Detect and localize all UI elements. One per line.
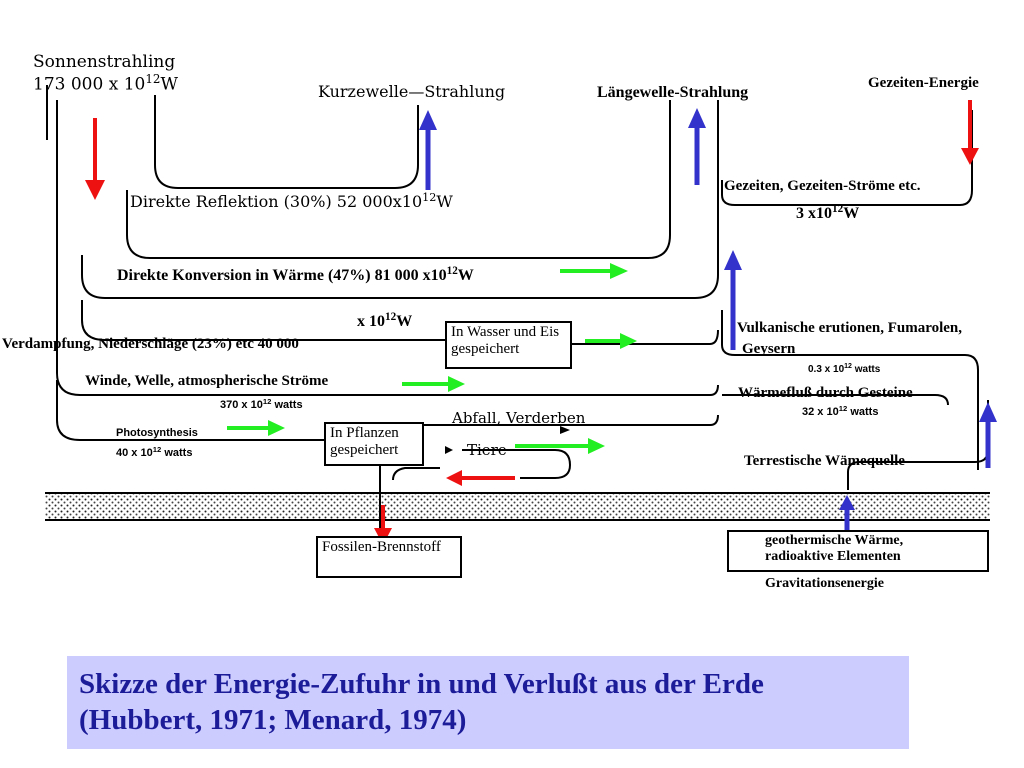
label-winds: Winde, Welle, atmospherische Ströme <box>85 373 329 389</box>
label-animals: Tiere <box>467 441 507 459</box>
flow-line-conversion <box>81 100 719 299</box>
flow-line-photosynthesis <box>56 380 325 441</box>
label-sun: Sonnenstrahling <box>33 52 176 72</box>
label-evaporation-value: x 1012W <box>357 311 413 331</box>
label-volcanic: Vulkanische erutionen, Fumarolen, <box>737 320 963 336</box>
flow-line-tides <box>721 110 973 206</box>
label-volcanic-value: 0.3 x 1012 watts <box>808 363 881 375</box>
label-shortwave: Kurzewelle—Strahlung <box>318 82 506 101</box>
label-tides-value: 3 x1012W <box>796 203 860 223</box>
label-waste: Abfall, Verderben <box>452 409 586 427</box>
label-longwave: Längewelle-Strahlung <box>597 84 749 101</box>
label-gravitation: Gravitationsenergie <box>765 576 884 591</box>
label-sun-value: 173 000 x 1012W <box>33 72 178 95</box>
fossil-fuel-box: Fossilen-Brennstoff <box>316 536 462 578</box>
label-conversion: Direkte Konversion in Wärme (47%) 81 000… <box>117 265 474 285</box>
caption-line-1: Skizze der Energie-Zufuhr in und Verlußt… <box>79 668 764 700</box>
label-winds-value: 370 x 1012 watts <box>220 397 303 412</box>
label-reflection: Direkte Reflektion (30%) 52 000x1012W <box>130 191 453 212</box>
water-storage-box: In Wasser und Eis gespeichert <box>445 321 572 369</box>
flow-line-animals <box>462 449 572 479</box>
label-photosynthesis: Photosynthesis <box>116 427 198 439</box>
label-rock-value: 32 x 1012 watts <box>802 404 879 419</box>
flow-line-reflection <box>154 95 419 189</box>
label-evaporation: Verdampfung, Niederschläge (23%) etc 40 … <box>2 336 299 352</box>
label-photosynthesis-value: 40 x 1012 watts <box>116 445 193 460</box>
label-volcanic-2: Geysern <box>742 341 796 357</box>
caption-line-2: (Hubbert, 1971; Menard, 1974) <box>79 704 467 737</box>
flow-line-geothermal <box>721 310 979 470</box>
geothermal-source-box: geothermische Wärme, radioaktive Element… <box>727 530 989 572</box>
flow-line-evaporation <box>81 300 445 341</box>
label-tidal-energy: Gezeiten-Energie <box>868 75 979 91</box>
label-rock-heat: Wärmefluß durch Gesteine <box>738 385 913 401</box>
earth-surface-band <box>45 493 990 520</box>
flow-line-winds <box>56 100 719 396</box>
label-terrestrial: Terrestische Wämequelle <box>744 453 905 469</box>
flow-line-longwave <box>126 100 671 259</box>
plant-storage-box: In Pflanzen gespeichert <box>324 422 424 466</box>
caption-box: Skizze der Energie-Zufuhr in und Verlußt… <box>67 656 909 749</box>
label-tides: Gezeiten, Gezeiten-Ströme etc. <box>724 178 921 194</box>
